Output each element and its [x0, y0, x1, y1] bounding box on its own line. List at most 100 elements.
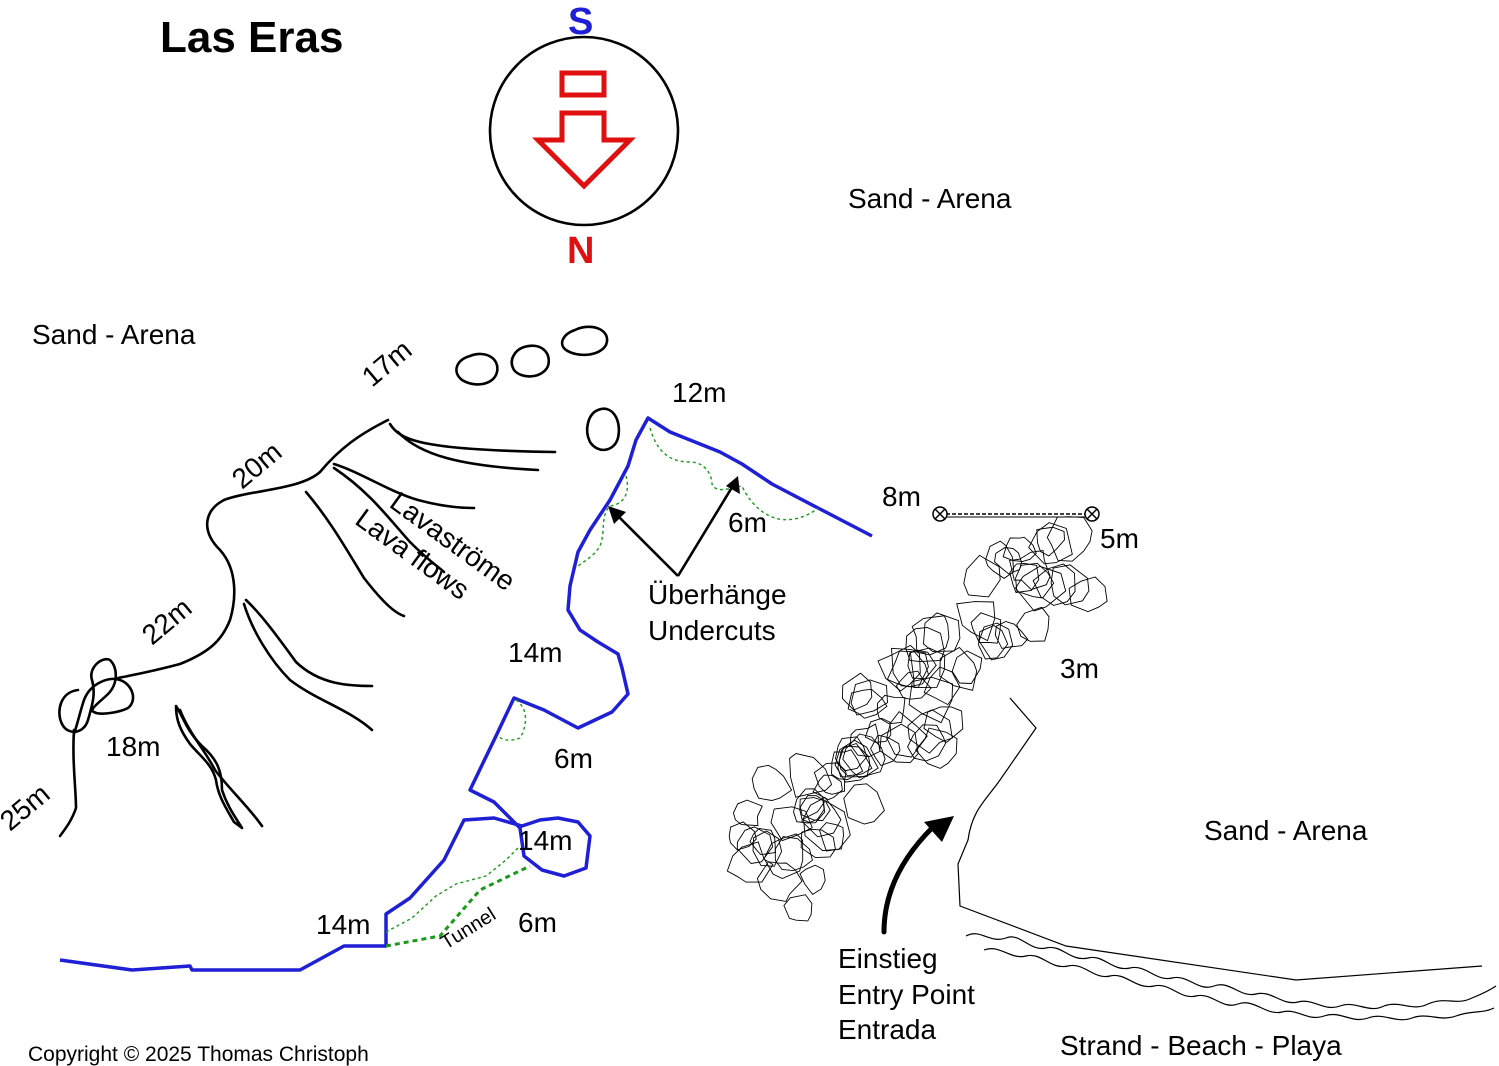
boulders — [455, 325, 621, 452]
rock — [951, 650, 983, 684]
rock — [850, 679, 888, 716]
rock — [876, 694, 906, 725]
rock — [923, 666, 961, 706]
boulder — [455, 352, 499, 386]
boulder — [510, 344, 551, 378]
entry-arrow — [881, 816, 954, 935]
rock — [1068, 576, 1108, 613]
overhang-arrow-line — [615, 513, 679, 577]
rock — [799, 797, 826, 824]
entry-label-en: Entry Point — [838, 979, 975, 1010]
depth-label: 25m — [0, 778, 56, 837]
sand-area-label-left: Sand - Arena — [32, 319, 196, 350]
rock — [1015, 562, 1055, 599]
entry-label-es: Entrada — [838, 1014, 936, 1045]
rock — [831, 749, 864, 780]
depth-label: 3m — [1060, 653, 1099, 684]
lava-flow-line — [332, 466, 446, 574]
rock — [915, 727, 958, 769]
overhang-dash — [649, 427, 819, 521]
compass: S N — [488, 1, 680, 272]
rock — [1016, 606, 1050, 642]
rock — [726, 841, 774, 883]
rock — [1036, 526, 1065, 557]
rock — [732, 799, 763, 827]
rock — [870, 734, 901, 767]
rock — [963, 554, 1001, 598]
rock — [907, 649, 937, 680]
rock — [752, 830, 783, 867]
depth-label: 14m — [316, 909, 370, 940]
buoy-icon — [1084, 506, 1100, 522]
rock — [834, 739, 879, 783]
lava-flow-line — [332, 462, 476, 510]
boulder — [585, 407, 621, 452]
tunnel-path-lower — [385, 864, 531, 948]
depth-label: 18m — [106, 731, 160, 762]
rock — [774, 836, 813, 872]
rock — [813, 762, 847, 795]
depth-label: 12m — [672, 377, 726, 408]
overhang-label-en: Undercuts — [648, 615, 776, 646]
depth-label: 20m — [226, 436, 288, 495]
swirl-rocks — [58, 657, 135, 736]
rock — [1028, 522, 1073, 565]
rock — [756, 861, 803, 902]
rock — [783, 894, 813, 922]
depth-label: 22m — [136, 592, 198, 651]
compass-arrow-tail — [559, 70, 607, 98]
overhang-arrow-line — [676, 483, 736, 577]
depth-label: 14m — [518, 825, 572, 856]
overhang-label-de: Überhänge — [648, 579, 787, 610]
rock — [728, 821, 757, 851]
tunnel-label: Tunnel — [437, 904, 500, 955]
rock — [909, 647, 946, 689]
reef-edge-upper — [59, 416, 873, 972]
depth-label: 6m — [518, 907, 557, 938]
rock — [907, 724, 947, 762]
compass-circle — [488, 35, 680, 227]
rock — [879, 723, 919, 764]
rock — [837, 745, 871, 778]
boulder — [560, 325, 609, 357]
rock — [849, 723, 881, 758]
rock — [891, 647, 929, 688]
map-title: Las Eras — [160, 13, 343, 62]
rock — [895, 670, 932, 700]
rock — [923, 612, 961, 653]
rock-field — [726, 516, 1108, 922]
depth-label: 14m — [508, 637, 562, 668]
reef-outline-lower — [58, 728, 78, 838]
buoy-icon — [932, 506, 948, 522]
rock — [864, 717, 892, 743]
overhang-arrows — [608, 476, 740, 577]
lava-flow-line — [242, 602, 374, 732]
rock — [1014, 565, 1067, 612]
rock — [905, 627, 945, 663]
tunnel-path-upper — [385, 845, 521, 933]
rock — [835, 736, 868, 772]
rock — [818, 822, 844, 852]
rock — [800, 828, 836, 859]
rock — [1032, 563, 1076, 606]
lava-reef — [58, 418, 557, 838]
lava-flow-line — [244, 598, 374, 688]
rock — [749, 828, 776, 856]
depth-label: 5m — [1100, 523, 1139, 554]
depth-label: 6m — [728, 507, 767, 538]
beach-label: Strand - Beach - Playa — [1060, 1030, 1342, 1061]
compass-arrow-icon — [531, 110, 637, 190]
rock — [751, 764, 793, 801]
rock — [1050, 564, 1090, 606]
rock — [978, 622, 1014, 661]
rock — [770, 806, 813, 842]
depth-label: 17m — [356, 334, 418, 393]
entry-label-de: Einstieg — [838, 943, 938, 974]
lava-flow-line — [396, 430, 540, 472]
depth-labels: 17m 20m 22m 25m 18m 12m 8m 5m 6m 14m 6m … — [0, 334, 1139, 940]
lava-flow-line — [178, 708, 264, 828]
rock — [847, 688, 888, 719]
lava-flow-finger — [174, 704, 244, 830]
rock — [763, 833, 804, 879]
rock — [1009, 562, 1040, 593]
